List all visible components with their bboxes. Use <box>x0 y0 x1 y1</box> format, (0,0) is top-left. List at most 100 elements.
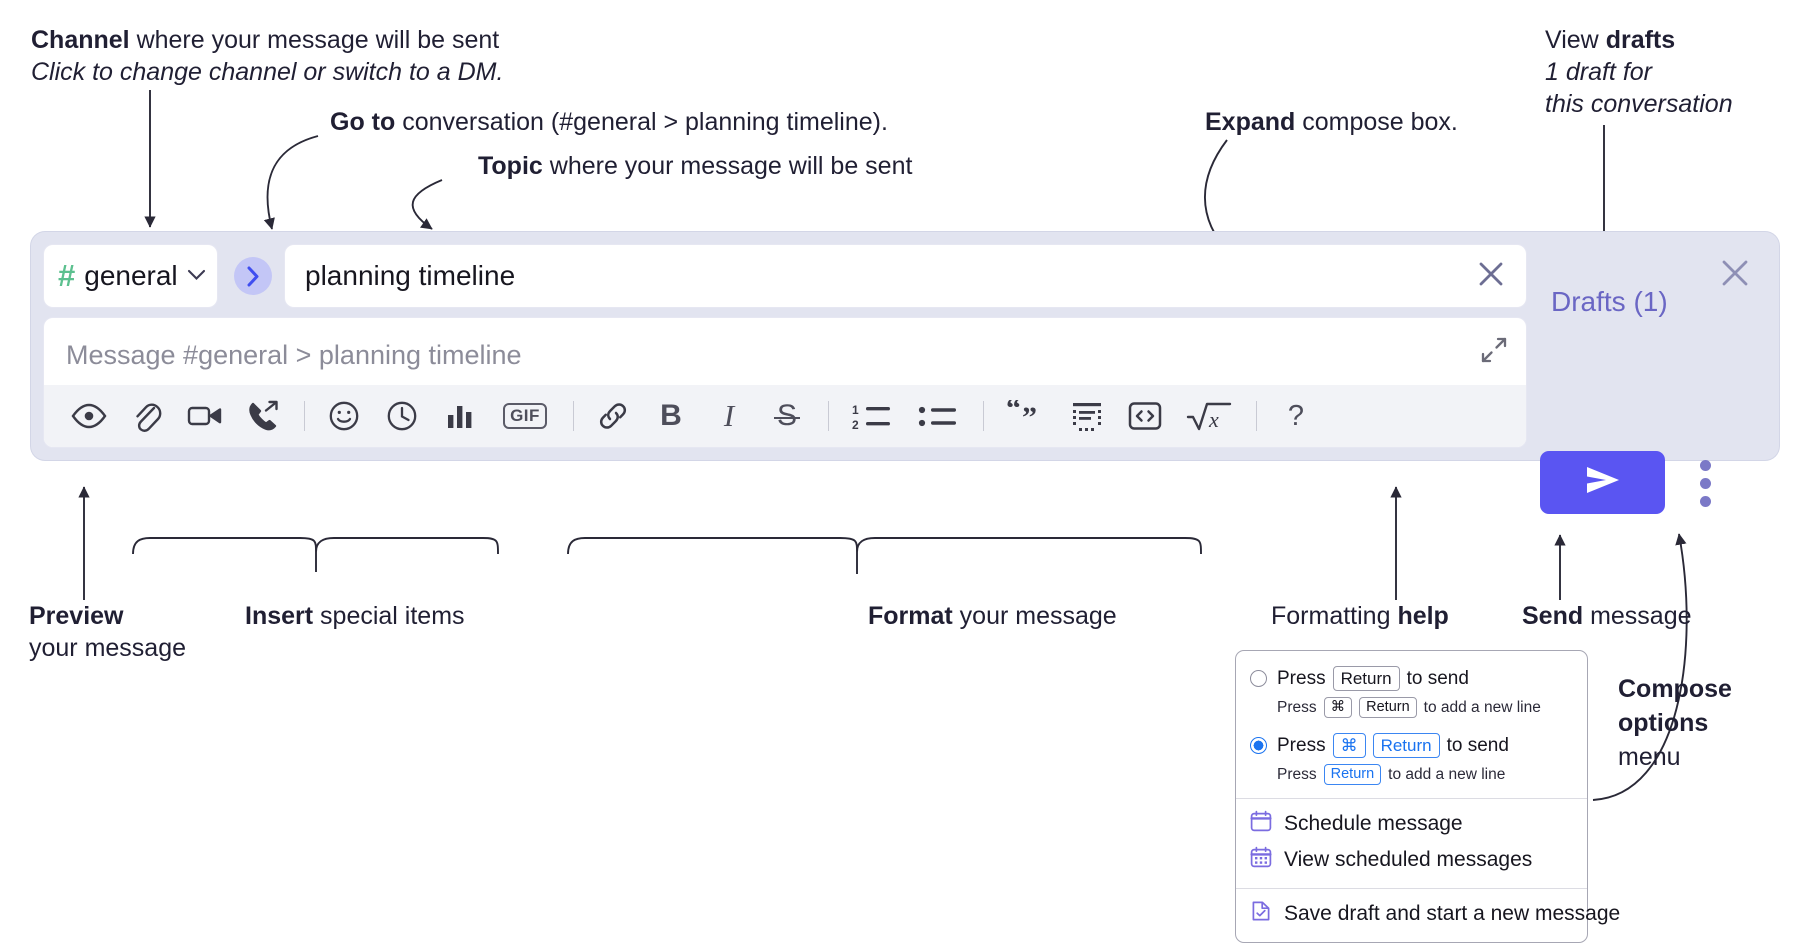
topic-input[interactable]: planning timeline <box>285 245 1526 307</box>
italic-label: I <box>723 398 735 433</box>
compose-panel-inner: # general planning timeline M <box>44 244 1526 447</box>
close-icon[interactable] <box>1718 256 1752 295</box>
compose-header-row: # general planning timeline <box>44 244 1526 308</box>
calendar-grid-icon <box>1250 846 1272 874</box>
svg-text:x: x <box>1208 407 1219 432</box>
annotation-channel-bold: Channel <box>31 26 130 54</box>
annotation-expand-bold: Expand <box>1205 108 1296 136</box>
annotation-formatting-help: Formatting help <box>1271 600 1449 632</box>
annotation-compose-options-l2: options <box>1618 708 1709 737</box>
drafts-link[interactable]: Drafts (1) <box>1551 286 1668 317</box>
compose-panel: # general planning timeline M <box>31 232 1779 460</box>
bulleted-list-icon[interactable] <box>913 395 963 437</box>
menu-radio-return-to-send[interactable]: Press Return to send <box>1236 663 1587 694</box>
toolbar-separator <box>304 401 305 431</box>
annotation-channel: Channel where your message will be sent … <box>31 24 503 88</box>
gif-label: GIF <box>503 403 547 429</box>
key-command: ⌘ <box>1323 697 1353 718</box>
menu-radio-label: Press Return to send <box>1277 665 1469 692</box>
bold-icon[interactable]: B <box>650 395 692 437</box>
gif-icon[interactable]: GIF <box>497 395 553 437</box>
expand-icon[interactable] <box>1480 336 1508 369</box>
close-icon[interactable] <box>1474 257 1508 296</box>
clock-icon[interactable] <box>381 395 423 437</box>
link-icon[interactable] <box>592 395 634 437</box>
to-send-label: to send <box>1446 734 1509 756</box>
message-placeholder: Message #general > planning timeline <box>66 340 522 370</box>
press-label: Press <box>1277 765 1317 783</box>
annotation-goto: Go to conversation (#general > planning … <box>330 106 888 138</box>
toolbar-separator <box>573 401 574 431</box>
ordered-list-icon[interactable]: 1 2 <box>847 395 897 437</box>
annotation-topic: Topic where your message will be sent <box>478 150 912 182</box>
annotation-compose-options-l1: Compose <box>1618 675 1732 703</box>
vertical-dots-icon <box>1700 460 1711 471</box>
annotation-topic-rest: where your message will be sent <box>542 152 913 180</box>
vertical-dots-icon <box>1700 496 1711 507</box>
annotation-channel-sub: Click to change channel or switch to a D… <box>31 58 504 86</box>
calendar-clock-icon <box>1250 810 1272 838</box>
annotation-drafts-sub1: 1 draft for <box>1545 58 1652 86</box>
newline-label: to add a new line <box>1423 698 1541 716</box>
channel-selector[interactable]: # general <box>44 245 217 307</box>
menu-item-save-draft[interactable]: Save draft and start a new message <box>1236 896 1620 932</box>
compose-options-menu: Press Return to send Press ⌘ Return to a… <box>1235 650 1620 943</box>
menu-radio-label: Press ⌘ Return to send <box>1277 732 1509 759</box>
menu-item-label: Schedule message <box>1284 812 1463 835</box>
chevron-down-icon <box>187 268 206 285</box>
message-input-box[interactable]: Message #general > planning timeline <box>44 318 1526 447</box>
strikethrough-label: S <box>773 399 801 432</box>
svg-text:”: ” <box>1022 401 1037 432</box>
blockquote-icon[interactable]: “ ” <box>1002 395 1050 437</box>
math-icon[interactable]: x <box>1182 395 1236 437</box>
send-paper-plane-icon <box>1580 462 1626 503</box>
to-send-label: to send <box>1406 667 1469 689</box>
annotation-preview: Preview your message <box>29 600 186 664</box>
send-button[interactable] <box>1540 451 1665 514</box>
phone-forward-icon[interactable] <box>242 395 284 437</box>
bar-chart-icon[interactable] <box>439 395 481 437</box>
attachment-icon[interactable] <box>126 395 168 437</box>
annotation-channel-rest: where your message will be sent <box>129 26 500 54</box>
bold-label: B <box>660 399 682 432</box>
toolbar-separator <box>828 401 829 431</box>
annotation-expand-rest: compose box. <box>1295 108 1458 136</box>
italic-icon[interactable]: I <box>708 395 750 437</box>
svg-text:“: “ <box>1006 400 1021 425</box>
svg-text:2: 2 <box>852 418 859 431</box>
annotation-insert-bold: Insert <box>245 602 314 630</box>
menu-item-schedule-message[interactable]: Schedule message <box>1236 806 1587 842</box>
preview-icon[interactable] <box>68 395 110 437</box>
radio-icon <box>1250 737 1267 754</box>
menu-item-view-scheduled[interactable]: View scheduled messages <box>1236 842 1587 878</box>
emoji-smiley-icon[interactable] <box>323 395 365 437</box>
key-return: Return <box>1332 665 1400 692</box>
annotation-send-bold: Send <box>1522 602 1584 630</box>
strikethrough-icon[interactable]: S <box>766 395 808 437</box>
code-block-icon[interactable] <box>1066 395 1108 437</box>
video-camera-icon[interactable] <box>184 395 226 437</box>
annotation-insert: Insert special items <box>245 600 465 632</box>
svg-text:1: 1 <box>852 403 859 417</box>
inline-code-icon[interactable] <box>1124 395 1166 437</box>
annotation-drafts-bold: drafts <box>1605 26 1676 54</box>
key-return: Return <box>1372 732 1440 759</box>
press-label: Press <box>1277 698 1317 716</box>
menu-item-label: Save draft and start a new message <box>1284 902 1621 925</box>
annotation-formatting-help-bold: help <box>1397 602 1449 630</box>
annotation-drafts-sub2: this conversation <box>1545 90 1733 118</box>
annotation-send: Send message <box>1522 600 1692 632</box>
annotation-goto-bold: Go to <box>330 108 396 136</box>
key-return: Return <box>1359 697 1417 718</box>
compose-options-button[interactable] <box>1700 460 1711 507</box>
radio-icon <box>1250 670 1267 687</box>
annotation-send-rest: message <box>1583 602 1692 630</box>
menu-radio-cmd-return-to-send[interactable]: Press ⌘ Return to send <box>1236 730 1587 761</box>
goto-conversation-button[interactable] <box>234 257 272 295</box>
menu-divider <box>1236 888 1587 889</box>
formatting-toolbar: GIF B I <box>44 385 1526 447</box>
press-label: Press <box>1277 734 1326 756</box>
annotation-compose-options: Compose options menu <box>1618 673 1732 774</box>
menu-divider <box>1236 798 1587 799</box>
help-icon[interactable]: ? <box>1275 395 1317 437</box>
